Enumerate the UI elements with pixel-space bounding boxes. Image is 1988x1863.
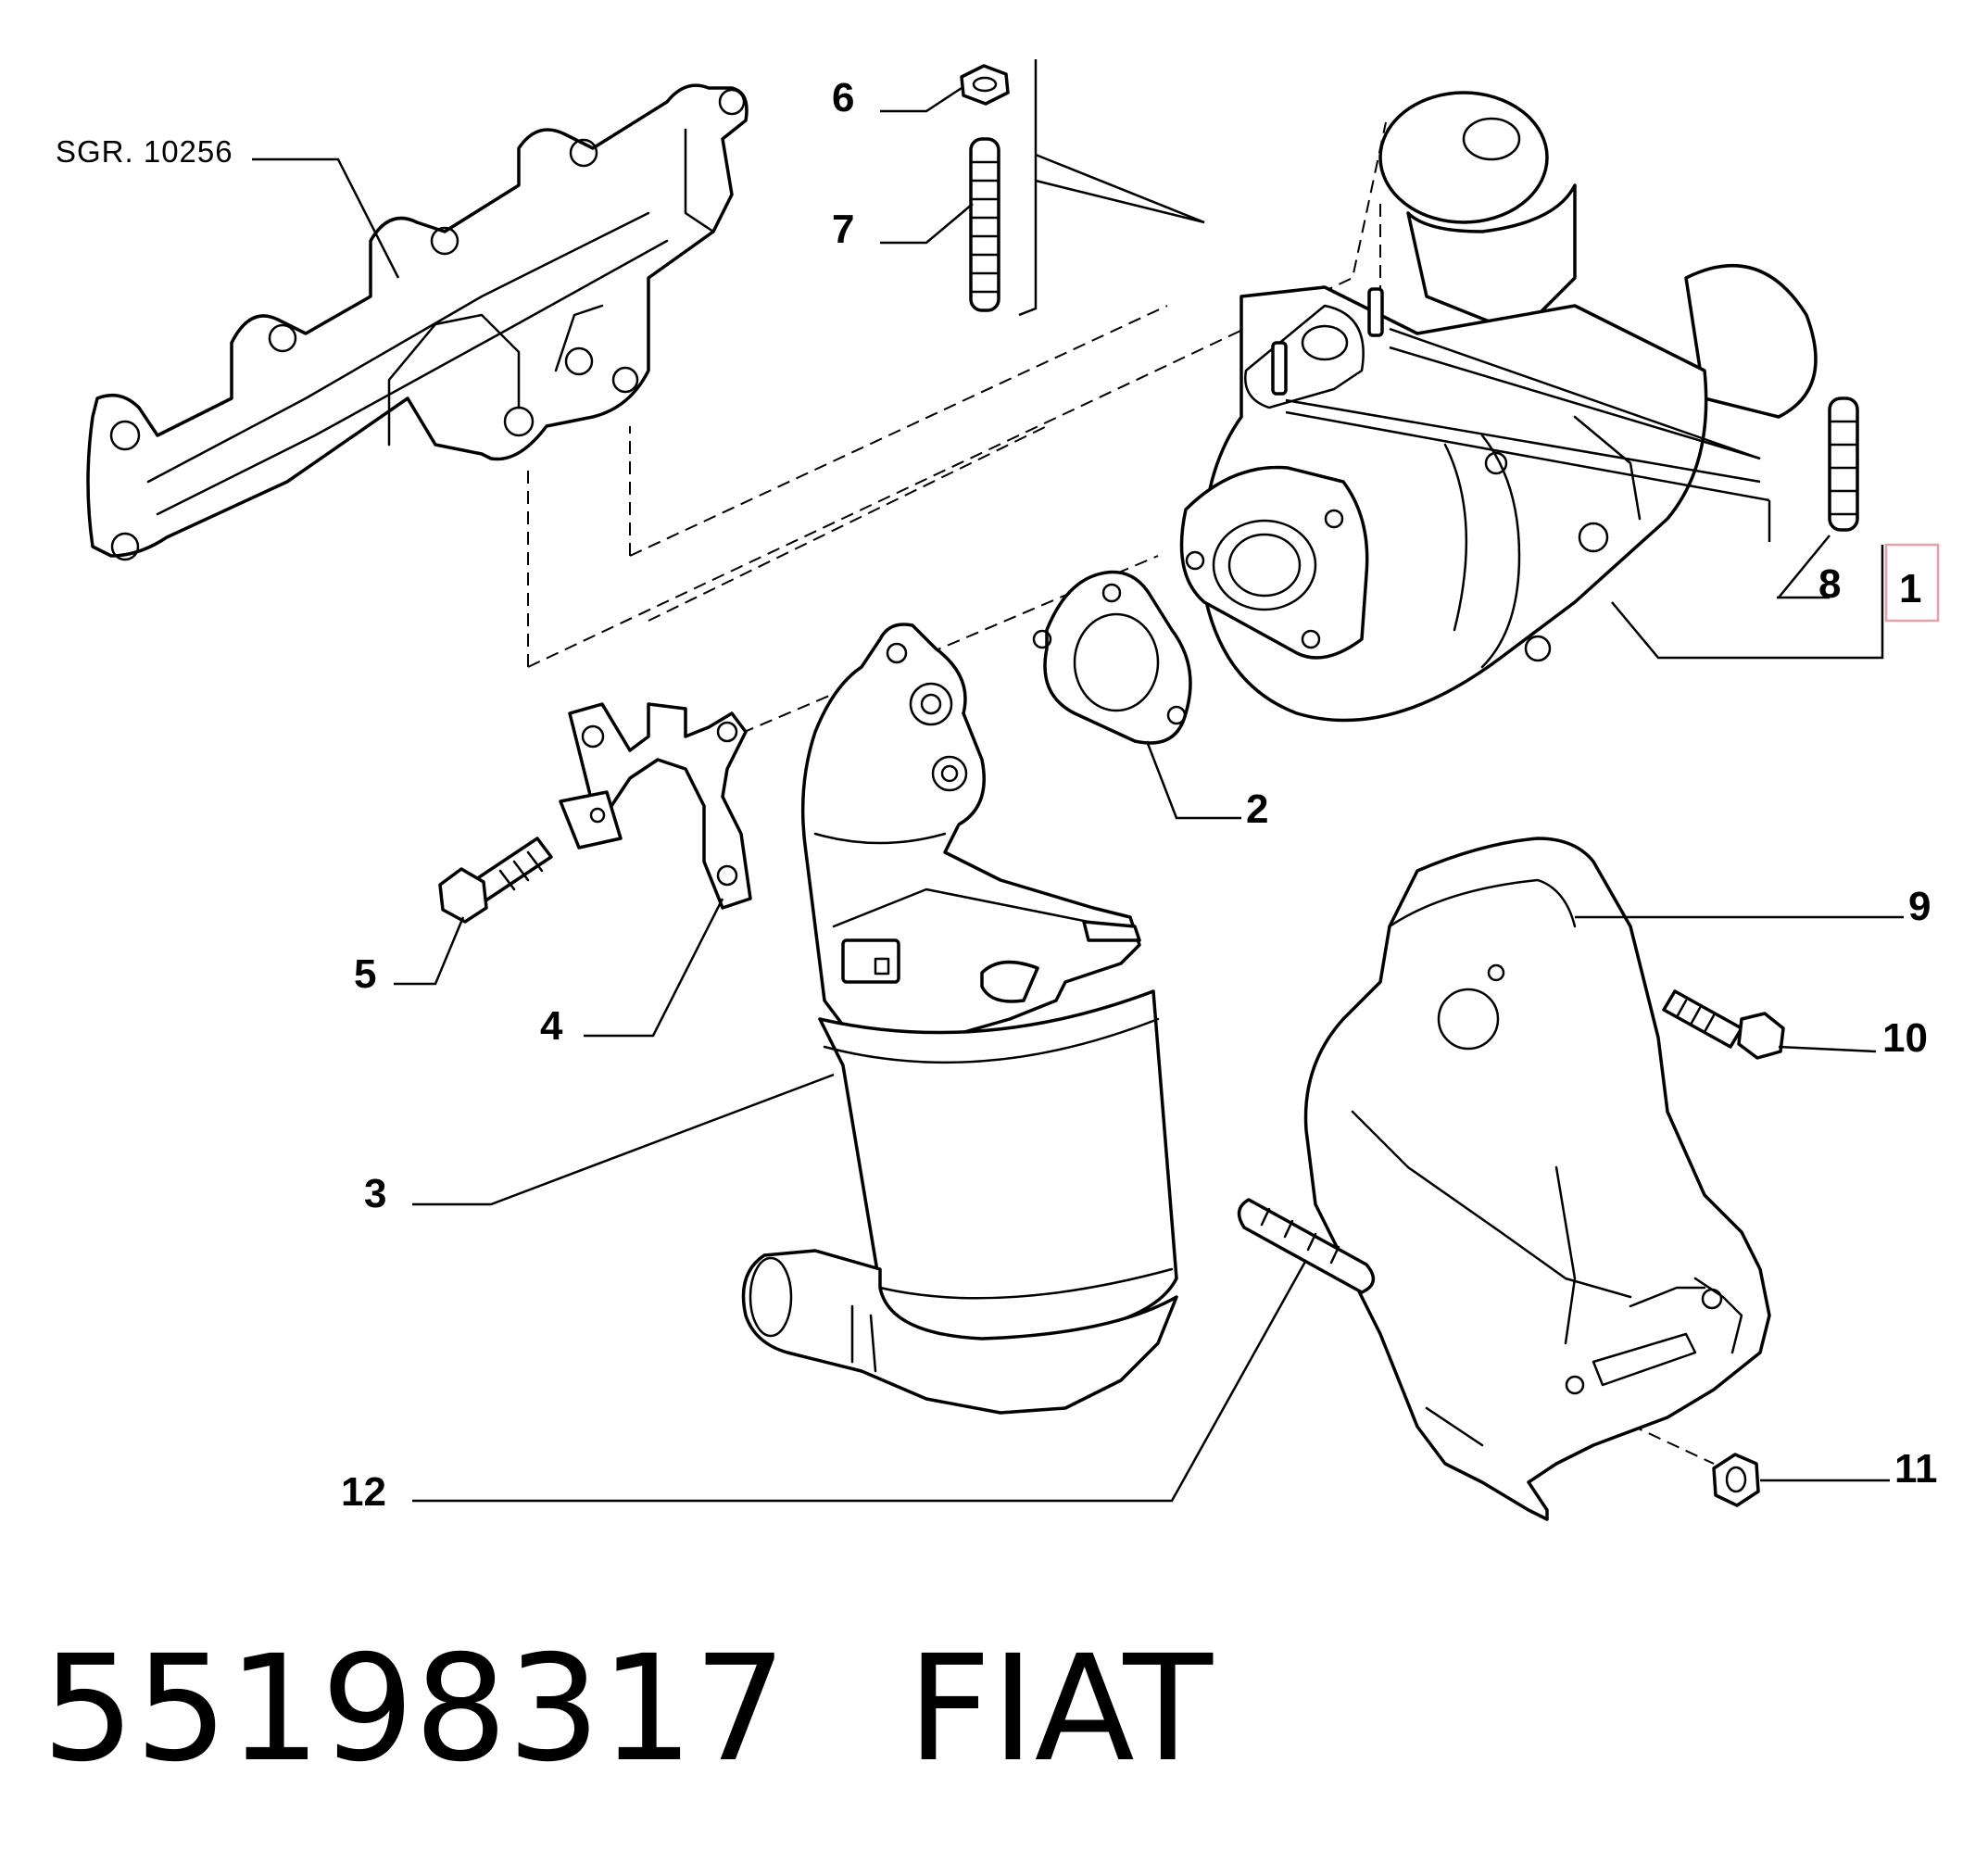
exhaust-manifold — [86, 83, 749, 561]
part-footer: 55198317 FIAT — [42, 1626, 1213, 1793]
brand-name: FIAT — [907, 1624, 1214, 1794]
callout-7: 7 — [832, 207, 854, 252]
catalytic-converter-part-3 — [741, 623, 1178, 1415]
stud-part-12 — [1237, 1198, 1376, 1294]
bolt-part-10 — [1662, 989, 1785, 1060]
callout-12: 12 — [341, 1469, 386, 1515]
callout-6: 6 — [832, 75, 854, 120]
callout-8: 8 — [1818, 561, 1841, 607]
callout-10: 10 — [1882, 1015, 1928, 1061]
callout-9: 9 — [1908, 884, 1931, 929]
nut-part-6 — [960, 64, 1010, 106]
stud-part-7 — [969, 137, 1000, 312]
heat-shield-part-9 — [1303, 837, 1771, 1521]
callout-5: 5 — [354, 951, 376, 997]
reference-label: SGR. 10256 — [56, 134, 233, 169]
nut-part-11 — [1712, 1453, 1760, 1507]
callout-3: 3 — [364, 1171, 386, 1216]
bolt-part-5 — [438, 837, 553, 924]
bracket-part-4 — [559, 702, 752, 910]
part-number: 55198317 — [42, 1624, 787, 1794]
turbocharger-part-1 — [1179, 91, 1818, 723]
callout-4: 4 — [540, 1003, 563, 1049]
stud-part-8 — [1828, 397, 1859, 532]
gasket-part-2 — [1032, 570, 1192, 745]
callout-1-highlight — [1884, 543, 1940, 623]
callout-1: 1 — [1899, 566, 1921, 611]
callout-2: 2 — [1246, 787, 1268, 832]
leader-lines — [252, 59, 1904, 1503]
callout-11: 11 — [1894, 1446, 1938, 1492]
